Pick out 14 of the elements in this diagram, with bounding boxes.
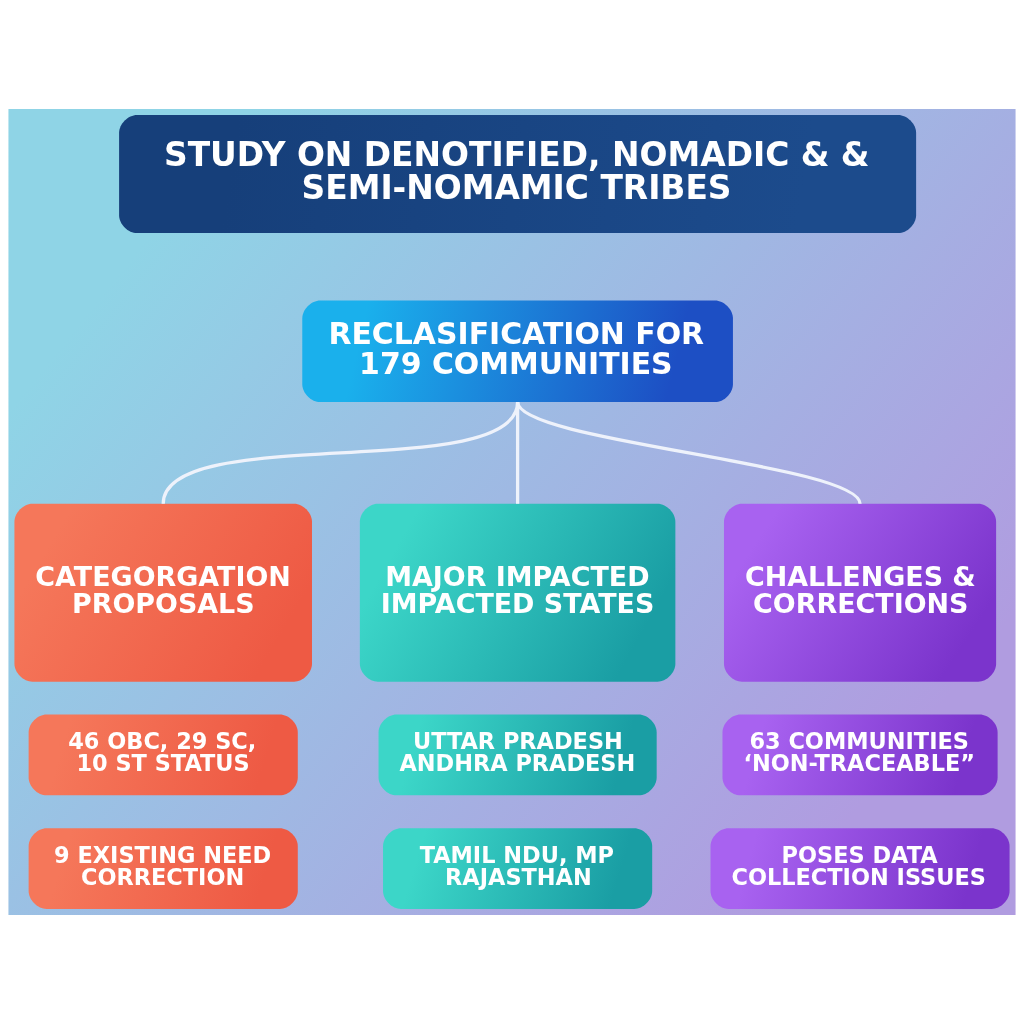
- node-box: 63 COMMUNITIES ‘NON-TRACEABLE”: [722, 714, 998, 796]
- connector: [516, 401, 862, 505]
- node-box: CATEGORGATION PROPOSALS: [14, 503, 312, 682]
- node-box: TAMIL NDU, MP RAJASTHAN: [383, 828, 653, 909]
- node-box: RECLASIFICATION FOR 179 COMMUNITIES: [302, 300, 733, 403]
- node-box: MAJOR IMPACTED IMPACTED STATES: [359, 503, 676, 682]
- node-box: 46 OBC, 29 SC, 10 ST STATUS: [28, 714, 298, 796]
- node-box: STUDY ON DENOTIFIED, NOMADIC & & SEMI-NOMAMIC TRIBES: [119, 115, 917, 234]
- node-box: POSES DATA COLLECTION ISSUES: [710, 828, 1010, 909]
- connector: [515, 402, 520, 504]
- node-box: 9 EXISTING NEED CORRECTION: [28, 828, 298, 909]
- node-box: CHALLENGES & CORRECTIONS: [723, 503, 997, 682]
- node-box: UTTAR PRADESH ANDHRA PRADESH: [378, 714, 657, 796]
- connector: [161, 401, 520, 505]
